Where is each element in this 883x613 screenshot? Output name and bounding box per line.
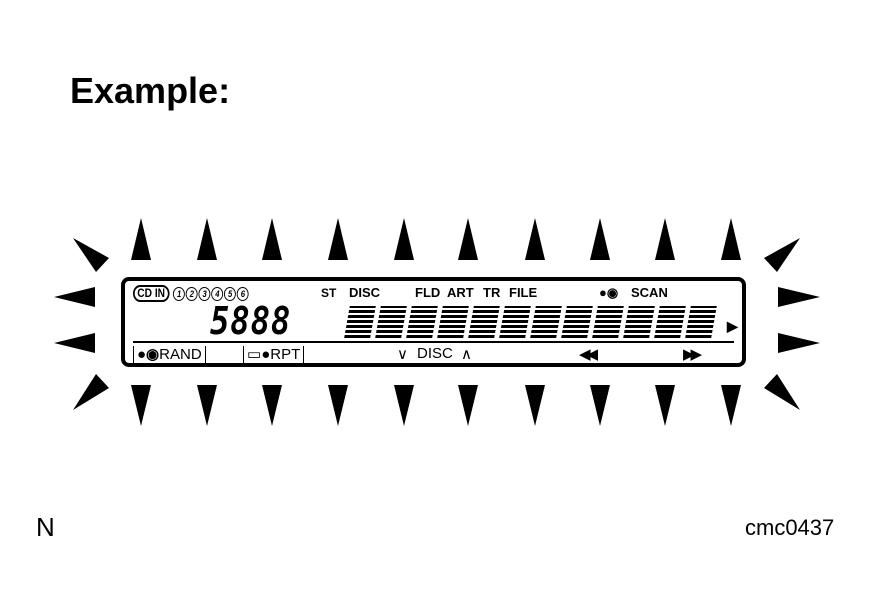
disc-slot-2: 2 xyxy=(185,287,198,301)
file-indicator: FILE xyxy=(509,285,538,300)
fast-forward-icon: ▶▶ xyxy=(683,346,702,363)
cd-in-indicator: CD IN xyxy=(133,285,170,302)
footer-mark: N xyxy=(36,512,55,542)
dot-matrix-char xyxy=(375,306,407,338)
dot-matrix-char xyxy=(654,306,686,338)
rpt-label: RPT xyxy=(270,346,301,363)
dot-matrix-char xyxy=(344,306,376,338)
disc-slot-4: 4 xyxy=(211,287,224,301)
example-heading: Example: xyxy=(70,70,231,111)
random-indicator: ●◉RAND xyxy=(133,345,206,364)
dot-matrix-char xyxy=(592,306,624,338)
overflow-arrow-icon: ▶ xyxy=(727,318,738,334)
dot-matrix-char xyxy=(406,306,438,338)
disc-indicator: DISC xyxy=(349,285,381,300)
figure-code: cmc0437 xyxy=(745,515,835,540)
dot-matrix-char xyxy=(437,306,469,338)
disc-scan-icon: ●◉ xyxy=(599,285,619,300)
disc-select-label: DISC xyxy=(417,345,453,362)
seven-segment-digits: 5888 xyxy=(210,299,292,343)
lcd-divider xyxy=(133,341,734,343)
repeat-indicator: ▭●RPT xyxy=(243,345,305,364)
disc-slot-6: 6 xyxy=(236,287,249,301)
dot-matrix-char xyxy=(623,306,655,338)
fld-indicator: FLD xyxy=(415,285,441,300)
rand-label: RAND xyxy=(159,346,202,363)
disc-slot-5: 5 xyxy=(224,287,237,301)
disc-slot-3: 3 xyxy=(198,287,211,301)
dot-matrix-text xyxy=(344,306,717,338)
dot-matrix-char xyxy=(499,306,531,338)
disc-slot-1: 1 xyxy=(173,287,186,301)
scan-indicator: SCAN xyxy=(631,285,668,300)
disc-up-icon: ∧ xyxy=(461,346,472,363)
dot-matrix-char xyxy=(468,306,500,338)
art-indicator: ART xyxy=(447,285,474,300)
disc-down-icon: ∨ xyxy=(397,346,408,363)
rewind-icon: ◀◀ xyxy=(579,346,598,363)
tr-indicator: TR xyxy=(483,285,501,300)
dot-matrix-char xyxy=(561,306,593,338)
dot-matrix-char xyxy=(530,306,562,338)
dot-matrix-char xyxy=(685,306,717,338)
st-indicator: ST xyxy=(321,286,337,300)
